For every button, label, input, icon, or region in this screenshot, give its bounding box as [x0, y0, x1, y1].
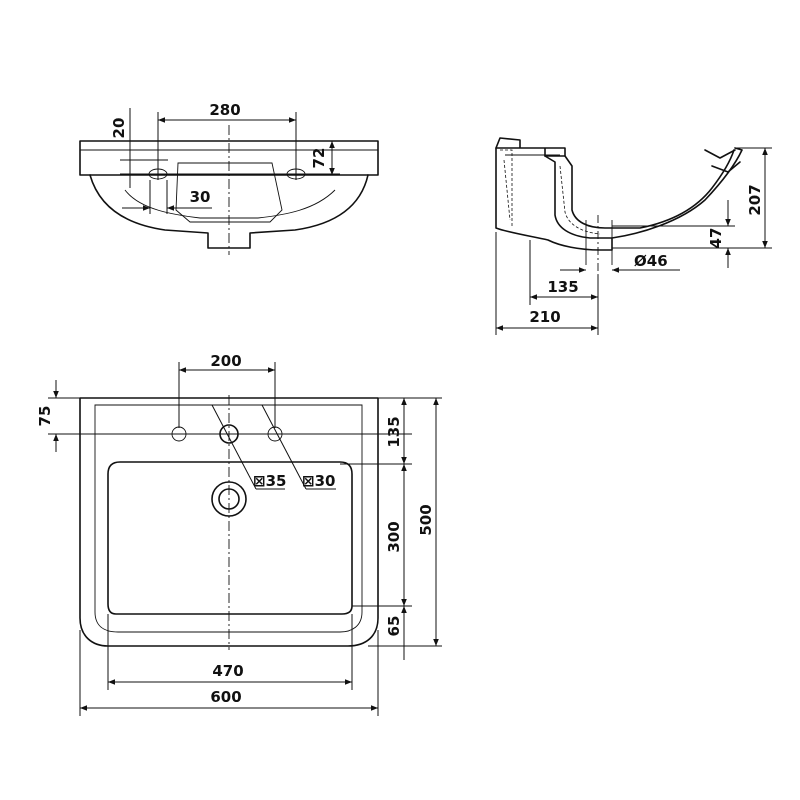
- side-outer-profile: [495, 147, 743, 251]
- front-rim-outline: [79, 140, 379, 176]
- label-tap-hole-size: ⊠35: [253, 472, 286, 490]
- dim-300-label: 300: [385, 521, 403, 552]
- top-view: ⊠35 ⊠30 200 75 135 300 65 500 470: [36, 352, 442, 716]
- label-side-hole-size: ⊠30: [302, 472, 335, 490]
- dim-72-label: 72: [310, 148, 328, 169]
- top-waste-inner: [218, 488, 240, 510]
- dim-135-side-label: 135: [547, 278, 578, 296]
- side-bowl-surface: [544, 149, 735, 239]
- dim-47-label: 47: [707, 228, 725, 249]
- side-rim-top: [495, 137, 566, 157]
- front-view: 280 20 72 30: [79, 101, 379, 255]
- dim-65-label: 65: [385, 616, 403, 637]
- dim-280-label: 280: [209, 101, 240, 119]
- dim-75-label: 75: [36, 406, 54, 427]
- side-overflow: [704, 149, 741, 173]
- dim-200-label: 200: [210, 352, 241, 370]
- dim-210-label: 210: [529, 308, 560, 326]
- top-basin-outline: [107, 461, 353, 615]
- leader-side-hole: [261, 404, 307, 490]
- dim-20-label: 20: [110, 118, 128, 139]
- dim-470-label: 470: [212, 662, 243, 680]
- top-rim-line: [94, 404, 363, 633]
- dim-135-top-label: 135: [385, 416, 403, 447]
- dim-207-label: 207: [746, 184, 764, 215]
- front-inner-curve: [124, 189, 336, 219]
- leader-tap-hole: [211, 404, 257, 490]
- top-outer-outline: [79, 397, 379, 647]
- dim-30-label: 30: [190, 188, 211, 206]
- top-waste-outer: [211, 481, 247, 517]
- front-overflow-outline: [175, 162, 283, 223]
- dim-diameter-label: Ø46: [634, 252, 668, 270]
- dim-500-label: 500: [417, 504, 435, 535]
- side-section-hatch: [500, 149, 601, 235]
- side-section-view: 207 47 Ø46 135 210: [495, 137, 772, 335]
- dim-600-label: 600: [210, 688, 241, 706]
